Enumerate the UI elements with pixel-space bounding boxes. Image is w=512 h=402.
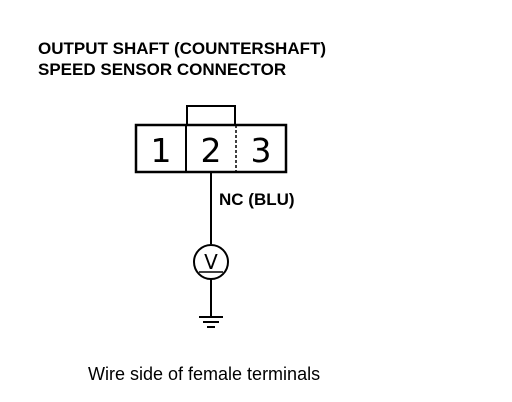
diagram-title-line-2: SPEED SENSOR CONNECTOR — [38, 60, 287, 79]
pin-3-label: 3 — [251, 131, 272, 170]
diagram-title-line-1: OUTPUT SHAFT (COUNTERSHAFT) — [38, 39, 327, 58]
pin-1-label: 1 — [151, 131, 172, 170]
ground-icon — [199, 316, 223, 328]
voltmeter-icon: V — [193, 244, 229, 280]
connector-body — [134, 123, 288, 174]
voltmeter-symbol: V — [204, 250, 218, 274]
pin-2-label: 2 — [201, 131, 222, 170]
connector: 1 2 3 — [134, 123, 288, 174]
diagram-caption: Wire side of female terminals — [88, 364, 321, 384]
wire-label: NC (BLU) — [219, 190, 295, 209]
connector-lock-tab — [186, 105, 236, 127]
